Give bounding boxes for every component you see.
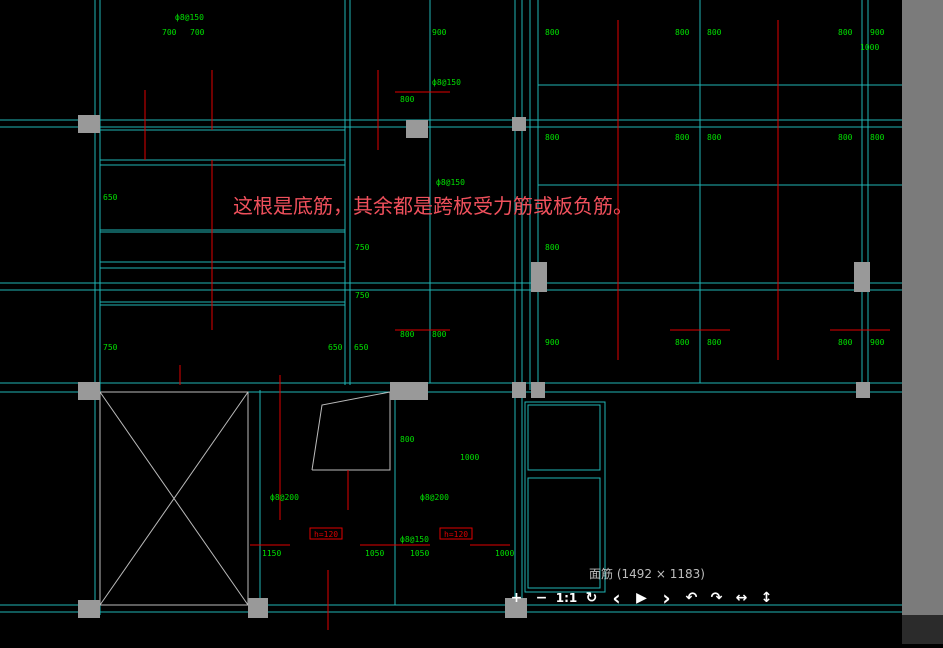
svg-text:900: 900	[870, 28, 885, 37]
svg-text:800: 800	[545, 243, 560, 252]
svg-text:800: 800	[675, 28, 690, 37]
svg-text:700: 700	[162, 28, 177, 37]
actual-size-button[interactable]: 1:1	[555, 591, 578, 605]
vertical-scrollbar[interactable]	[902, 0, 943, 615]
rotate-left-button[interactable]: ↶	[685, 590, 698, 606]
beam-lines	[0, 0, 902, 615]
svg-text:ф8@150: ф8@150	[432, 78, 461, 87]
zoom-in-button[interactable]: +	[510, 590, 523, 606]
svg-text:ф8@200: ф8@200	[270, 493, 299, 502]
svg-text:1000: 1000	[860, 43, 879, 52]
previous-button[interactable]: ‹	[612, 586, 621, 610]
svg-text:650: 650	[354, 343, 369, 352]
svg-text:800: 800	[707, 338, 722, 347]
scrollbar-corner	[902, 615, 943, 644]
image-caption: 面筋 (1492 × 1183)	[589, 567, 705, 581]
svg-text:800: 800	[707, 133, 722, 142]
svg-text:800: 800	[400, 95, 415, 104]
annotation-text: 这根是底筋，其余都是跨板受力筋或板负筋。	[233, 194, 633, 218]
flip-horizontal-button[interactable]: ↔	[735, 590, 748, 606]
svg-text:1050: 1050	[410, 549, 429, 558]
rotate-right-button[interactable]: ↷	[710, 590, 723, 606]
svg-text:900: 900	[545, 338, 560, 347]
svg-text:800: 800	[838, 133, 853, 142]
svg-text:800: 800	[675, 133, 690, 142]
svg-text:800: 800	[400, 330, 415, 339]
rebar-lines	[144, 20, 890, 630]
svg-text:1050: 1050	[365, 549, 384, 558]
svg-text:800: 800	[545, 28, 560, 37]
svg-text:750: 750	[103, 343, 118, 352]
svg-text:800: 800	[707, 28, 722, 37]
svg-text:750: 750	[355, 243, 370, 252]
hatch-and-diagonals	[99, 391, 391, 606]
svg-text:800: 800	[838, 338, 853, 347]
svg-text:900: 900	[432, 28, 447, 37]
svg-text:650: 650	[103, 193, 118, 202]
reset-button[interactable]: ↻	[585, 590, 598, 606]
svg-text:h=120: h=120	[314, 530, 338, 539]
svg-text:700: 700	[190, 28, 205, 37]
svg-text:ф8@150: ф8@150	[400, 535, 429, 544]
viewer-toolbar: + − 1:1 ↻ ‹ ▶ › ↶ ↷ ↔ ↕	[504, 586, 779, 610]
columns	[78, 115, 870, 618]
svg-text:ф8@200: ф8@200	[420, 493, 449, 502]
svg-text:800: 800	[432, 330, 447, 339]
svg-text:h=120: h=120	[444, 530, 468, 539]
svg-text:ф8@150: ф8@150	[175, 13, 204, 22]
svg-text:800: 800	[545, 133, 560, 142]
svg-text:750: 750	[355, 291, 370, 300]
svg-text:800: 800	[838, 28, 853, 37]
play-button[interactable]: ▶	[636, 590, 647, 606]
svg-text:1000: 1000	[460, 453, 479, 462]
svg-text:900: 900	[870, 338, 885, 347]
next-button[interactable]: ›	[662, 586, 671, 610]
svg-text:ф8@150: ф8@150	[436, 178, 465, 187]
svg-text:800: 800	[675, 338, 690, 347]
svg-text:650: 650	[328, 343, 343, 352]
svg-text:1150: 1150	[262, 549, 281, 558]
zoom-out-button[interactable]: −	[535, 590, 548, 606]
flip-vertical-button[interactable]: ↕	[760, 590, 773, 606]
svg-text:800: 800	[870, 133, 885, 142]
svg-text:800: 800	[400, 435, 415, 444]
svg-text:1000: 1000	[495, 549, 514, 558]
